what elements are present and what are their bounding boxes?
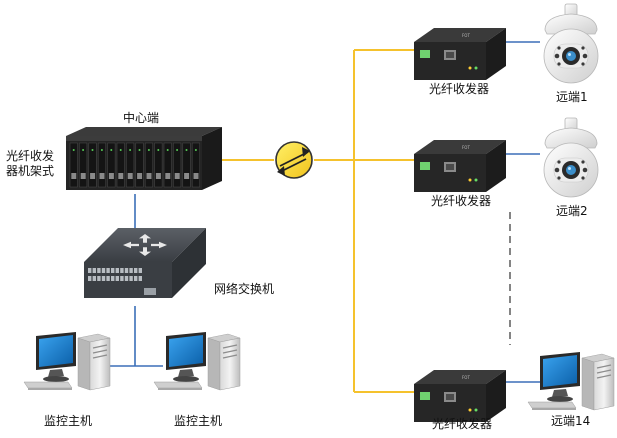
media-converter-icon xyxy=(414,28,506,80)
switch-label: 网络交换机 xyxy=(214,281,274,296)
desktop-pc-icon xyxy=(23,331,111,391)
dome-camera-icon xyxy=(543,3,599,84)
fiber-links xyxy=(222,49,418,393)
desktop-pc-icon xyxy=(527,351,615,411)
rack-label-line2: 器机架式 xyxy=(6,164,54,178)
transceiver-2-label: 光纤收发器 xyxy=(431,193,491,208)
remote-1-label: 远端1 xyxy=(556,90,588,104)
ethernet-links xyxy=(108,41,540,383)
transceiver-3-label: 光纤收发器 xyxy=(432,416,492,431)
dome-camera-icon xyxy=(543,117,599,198)
rack-label-line1: 光纤收发 xyxy=(6,148,54,163)
pc-left-label: 监控主机 xyxy=(44,414,92,428)
center-label: 中心端 xyxy=(123,110,159,125)
media-converter-icon xyxy=(414,370,506,422)
remote-14-label: 远端14 xyxy=(551,414,590,428)
pc-right-label: 监控主机 xyxy=(174,414,222,428)
desktop-pc-icon xyxy=(153,331,241,391)
rack-transceiver-icon xyxy=(66,127,222,190)
transceiver-1-label: 光纤收发器 xyxy=(429,81,489,96)
network-switch-icon xyxy=(84,228,206,298)
remote-2-label: 远端2 xyxy=(556,204,588,218)
fiber-coupler-icon xyxy=(275,141,313,179)
media-converter-icon xyxy=(414,140,506,192)
